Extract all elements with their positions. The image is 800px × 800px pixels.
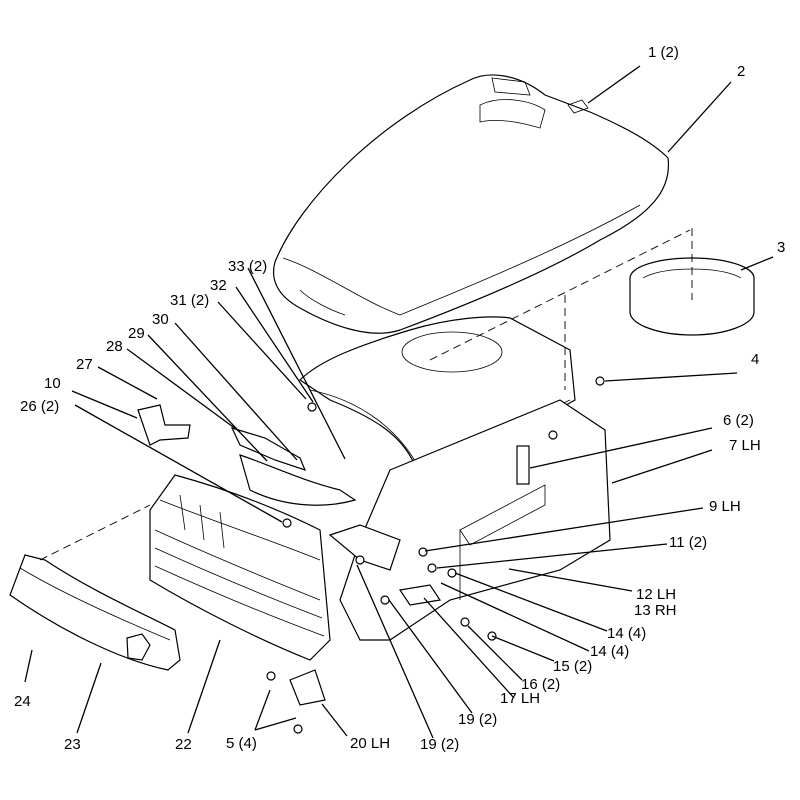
hood-part	[273, 74, 670, 334]
callout-label: 4	[751, 351, 759, 368]
callout-label: 26 (2)	[20, 398, 59, 415]
callout-label: 6 (2)	[723, 412, 754, 429]
callout-label: 19 (2)	[420, 736, 459, 753]
callout-label: 32	[210, 277, 227, 294]
callout-label: 31 (2)	[170, 292, 209, 309]
callout-label: 9 LH	[709, 498, 741, 515]
callout-label: 1 (2)	[648, 44, 679, 61]
callout-label: 11 (2)	[669, 534, 707, 551]
ring-part	[629, 228, 755, 336]
callout-label: 14 (4)	[607, 625, 646, 642]
callout-label: 28	[106, 338, 123, 355]
emblem-part	[126, 633, 151, 661]
callout-label: 16 (2)	[521, 676, 560, 693]
callout-label: 12 LH	[636, 586, 676, 603]
callout-label: 19 (2)	[458, 711, 497, 728]
callout-label: 20 LH	[350, 735, 390, 752]
callout-label: 10	[44, 375, 61, 392]
callout-label: 29	[128, 325, 145, 342]
callout-label: 30	[152, 311, 169, 328]
callout-label: 23	[64, 736, 81, 753]
leader-lines	[24, 65, 774, 739]
callout-label: 17 LH	[500, 690, 540, 707]
callout-label: 7 LH	[729, 437, 761, 454]
callout-label: 13 RH	[634, 602, 677, 619]
callout-label: 22	[175, 736, 192, 753]
side-panel-part	[339, 399, 611, 641]
callout-label: 3	[777, 239, 785, 256]
callout-label: 5 (4)	[226, 735, 257, 752]
bracket-parts	[137, 376, 605, 734]
callout-label: 33 (2)	[228, 258, 267, 275]
callout-label: 24	[14, 693, 31, 710]
callout-label: 27	[76, 356, 93, 373]
callout-label: 2	[737, 63, 745, 80]
dash-panel-part	[299, 229, 691, 481]
callout-label: 14 (4)	[590, 643, 629, 660]
callout-label: 15 (2)	[553, 658, 592, 675]
callout-labels: 1 (2) 2 3 4 6 (2) 7 LH 9 LH 11 (2) 12 LH…	[14, 44, 785, 753]
